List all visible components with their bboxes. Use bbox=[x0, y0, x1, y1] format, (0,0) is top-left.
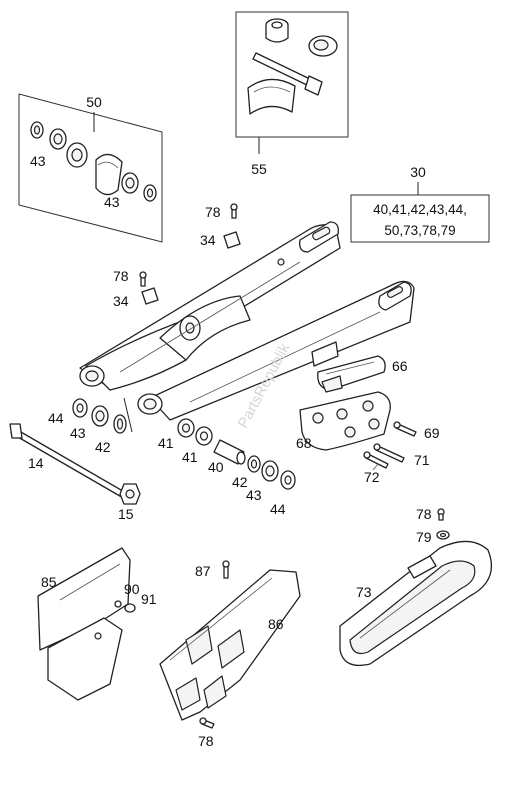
bearing-icon bbox=[49, 128, 67, 150]
callout-85: 85 bbox=[41, 574, 57, 590]
screw-90-icon bbox=[114, 600, 122, 608]
kit-30-line-2: 50,73,78,79 bbox=[384, 223, 455, 238]
seal-icon bbox=[143, 184, 157, 202]
washer-91-icon bbox=[124, 603, 136, 613]
sleeve-icon bbox=[265, 18, 289, 43]
callout-34-a: 34 bbox=[200, 232, 216, 248]
seal-44-a-icon bbox=[72, 398, 88, 418]
callout-44-a: 44 bbox=[48, 410, 64, 426]
chain-guide-68-icon bbox=[299, 391, 391, 451]
callout-86: 86 bbox=[268, 616, 284, 632]
kit-50-group: 50 43 43 bbox=[18, 93, 163, 243]
callout-41-a: 41 bbox=[158, 435, 174, 451]
bolt-71-icon bbox=[373, 443, 405, 463]
callout-73: 73 bbox=[356, 584, 372, 600]
screw-78-d-icon bbox=[199, 717, 215, 729]
callout-55: 55 bbox=[251, 161, 267, 177]
callout-43-d: 43 bbox=[246, 487, 262, 503]
callout-42-b: 42 bbox=[232, 474, 248, 490]
callout-90: 90 bbox=[124, 581, 140, 597]
callout-14: 14 bbox=[28, 455, 44, 471]
bolt-78-b-icon bbox=[139, 271, 147, 287]
callout-41-b: 41 bbox=[182, 449, 198, 465]
screw-87-icon bbox=[222, 560, 230, 579]
callout-43-c: 43 bbox=[70, 425, 86, 441]
callout-15: 15 bbox=[118, 506, 134, 522]
callout-42-a: 42 bbox=[95, 439, 111, 455]
bearing-43-d-icon bbox=[261, 460, 279, 482]
bushing-icon bbox=[66, 142, 88, 168]
kit-30-group: 30 40,41,42,43,44, 50,73,78,79 bbox=[350, 164, 490, 243]
bearing-41-a-icon bbox=[177, 418, 195, 438]
sleeve-icon bbox=[95, 153, 123, 196]
seal-44-b-icon bbox=[280, 470, 296, 490]
bolt-78-a-icon bbox=[230, 203, 238, 219]
callout-43-b: 43 bbox=[104, 194, 120, 210]
chain-guide-66-icon bbox=[317, 355, 386, 393]
washer-79-icon bbox=[436, 530, 450, 540]
callout-43-a: 43 bbox=[30, 153, 46, 169]
seal-icon bbox=[30, 121, 44, 139]
callout-91: 91 bbox=[141, 591, 157, 607]
screw-78-c-icon bbox=[437, 508, 445, 521]
callout-68: 68 bbox=[296, 435, 312, 451]
ring-42-a-icon bbox=[113, 414, 127, 434]
kit-55-group: 55 bbox=[235, 11, 349, 177]
callout-40: 40 bbox=[208, 459, 224, 475]
callout-78-c: 78 bbox=[416, 506, 432, 522]
bearing-icon bbox=[121, 172, 139, 194]
chain-guard-85-icon bbox=[37, 547, 131, 701]
callout-78-a: 78 bbox=[205, 204, 221, 220]
chain-slider-73-icon bbox=[339, 540, 493, 667]
callout-50: 50 bbox=[86, 94, 102, 110]
kit-50-frame bbox=[18, 93, 163, 243]
bolt-72-icon bbox=[363, 451, 389, 469]
callout-66: 66 bbox=[392, 358, 408, 374]
callout-79: 79 bbox=[416, 529, 432, 545]
kit-30-box bbox=[350, 194, 490, 243]
kit-30-line-1: 40,41,42,43,44, bbox=[373, 202, 467, 217]
clip-34-b-icon bbox=[141, 287, 159, 305]
bearing-43-c-icon bbox=[91, 405, 109, 427]
callout-72: 72 bbox=[364, 469, 380, 485]
callout-69: 69 bbox=[424, 425, 440, 441]
callout-71: 71 bbox=[414, 452, 430, 468]
callout-34-b: 34 bbox=[113, 293, 129, 309]
ring-42-b-icon bbox=[247, 455, 261, 473]
bolt-icon bbox=[252, 52, 323, 96]
swingarm-icon bbox=[79, 221, 415, 421]
half-shell-icon bbox=[247, 78, 296, 115]
bearing-41-b-icon bbox=[195, 426, 213, 446]
callout-30: 30 bbox=[410, 164, 426, 180]
spacer-40-icon bbox=[213, 439, 246, 465]
bushing-icon bbox=[308, 35, 338, 57]
callout-78-d: 78 bbox=[198, 733, 214, 749]
bolt-69-icon bbox=[393, 421, 417, 437]
kit-55-frame bbox=[235, 11, 349, 138]
callout-87: 87 bbox=[195, 563, 211, 579]
nut-15-icon bbox=[119, 483, 141, 505]
chain-guard-86-icon bbox=[159, 569, 301, 721]
callout-44-b: 44 bbox=[270, 501, 286, 517]
clip-34-a-icon bbox=[223, 231, 241, 249]
callout-78-b: 78 bbox=[113, 268, 129, 284]
